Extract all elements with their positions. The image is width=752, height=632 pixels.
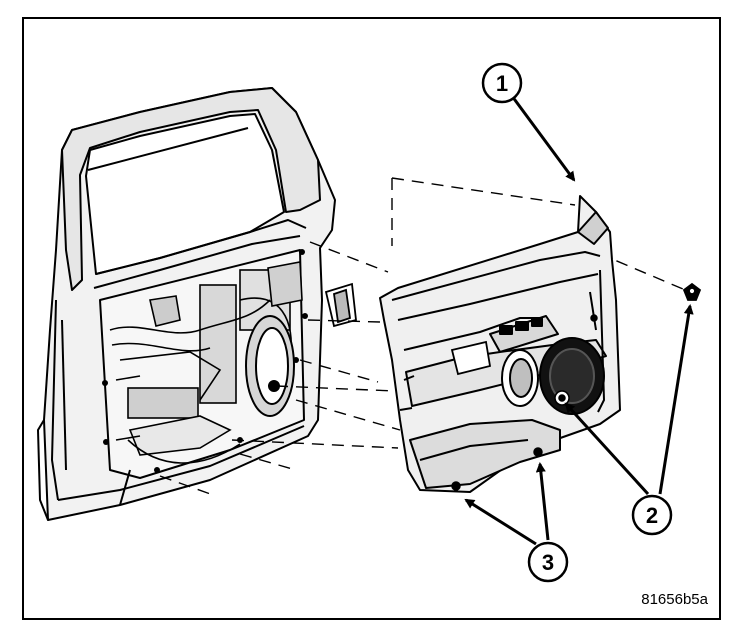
trim-speaker [501,337,605,415]
leader-arrows [464,95,694,546]
door-speaker-opening [245,315,295,417]
leader-arrow-1 [510,95,576,182]
leader-arrow-2a [564,402,650,496]
retaining-clip [682,282,702,301]
inner-door-handle [450,340,492,376]
leader-arrow-3a [464,498,537,546]
door-mechanism [109,261,303,464]
callout-2-label: 2 [646,503,658,528]
figure-id: 81656b5a [641,591,708,608]
leader-arrow-2b [658,304,694,495]
door-handle-pocket [324,282,357,328]
callout-1: 1 [481,62,523,104]
callout-1-label: 1 [496,71,508,96]
callout-3-label: 3 [542,550,554,575]
callout-2: 2 [631,494,673,536]
leader-arrow-3b [535,462,550,541]
trim-fastener-screws [451,314,598,491]
door-clip-holes [102,249,308,473]
callout-3: 3 [527,541,569,583]
